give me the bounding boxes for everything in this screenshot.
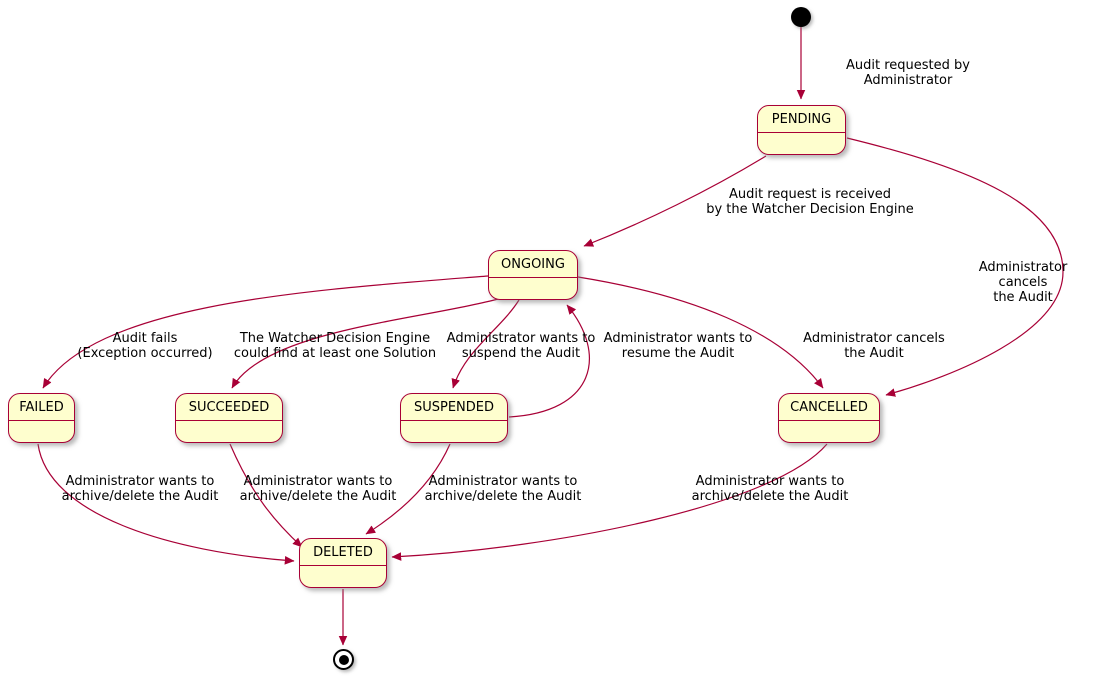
state-deleted: DELETED — [299, 538, 387, 588]
state-failed: FAILED — [8, 393, 75, 443]
edge-label-pending-ongoing: Audit request is received by the Watcher… — [706, 187, 914, 217]
edge-ongoing-to-cancelled — [577, 276, 824, 389]
edge-ongoing-to-succeeded — [231, 298, 499, 389]
edge-failed-to-deleted — [37, 443, 295, 565]
edge-label-ongoing-succeeded: The Watcher Decision Engine could find a… — [233, 331, 437, 361]
edge-label-ongoing-cancelled: Administrator cancels the Audit — [803, 331, 945, 361]
state-suspended-label: SUSPENDED — [401, 394, 507, 421]
edge-label-ongoing-failed: Audit fails (Exception occurred) — [77, 331, 213, 361]
edge-pending-to-ongoing — [583, 155, 767, 247]
state-failed-body — [9, 421, 74, 441]
edge-label-failed-deleted: Administrator wants to archive/delete th… — [61, 474, 219, 504]
state-suspended-body — [401, 421, 507, 441]
edge-ongoing-to-failed — [42, 275, 489, 389]
edge-suspended-to-deleted — [365, 443, 451, 535]
state-cancelled: CANCELLED — [778, 393, 880, 443]
edge-label-succeeded-deleted: Administrator wants to archive/delete th… — [239, 474, 397, 504]
edge-label-initial-pending: Audit requested by Administrator — [846, 58, 970, 88]
edge-label-cancelled-deleted: Administrator wants to archive/delete th… — [691, 474, 849, 504]
state-cancelled-body — [779, 421, 879, 441]
state-failed-label: FAILED — [9, 394, 74, 421]
edge-pending-to-cancelled — [846, 137, 1064, 397]
edge-label-suspended-deleted: Administrator wants to archive/delete th… — [424, 474, 582, 504]
edge-suspended-to-ongoing — [508, 304, 590, 418]
state-suspended: SUSPENDED — [400, 393, 508, 443]
final-state-icon — [333, 649, 354, 670]
edge-label-suspended-ongoing: Administrator wants to resume the Audit — [603, 331, 753, 361]
edge-label-pending-cancelled: Administrator cancels the Audit — [978, 260, 1068, 305]
edge-label-ongoing-suspended: Administrator wants to suspend the Audit — [446, 331, 596, 361]
state-succeeded: SUCCEEDED — [175, 393, 283, 443]
edge-succeeded-to-deleted — [229, 443, 303, 548]
edge-ongoing-to-suspended — [451, 299, 520, 389]
state-succeeded-label: SUCCEEDED — [176, 394, 282, 421]
state-ongoing: ONGOING — [488, 250, 578, 300]
state-pending-label: PENDING — [758, 106, 845, 133]
state-deleted-label: DELETED — [300, 539, 386, 566]
state-ongoing-body — [489, 278, 577, 298]
state-ongoing-label: ONGOING — [489, 251, 577, 278]
edge-cancelled-to-deleted — [391, 443, 828, 561]
initial-state-icon — [791, 7, 811, 27]
state-deleted-body — [300, 566, 386, 586]
state-succeeded-body — [176, 421, 282, 441]
state-pending-body — [758, 133, 845, 153]
state-cancelled-label: CANCELLED — [779, 394, 879, 421]
state-pending: PENDING — [757, 105, 846, 155]
